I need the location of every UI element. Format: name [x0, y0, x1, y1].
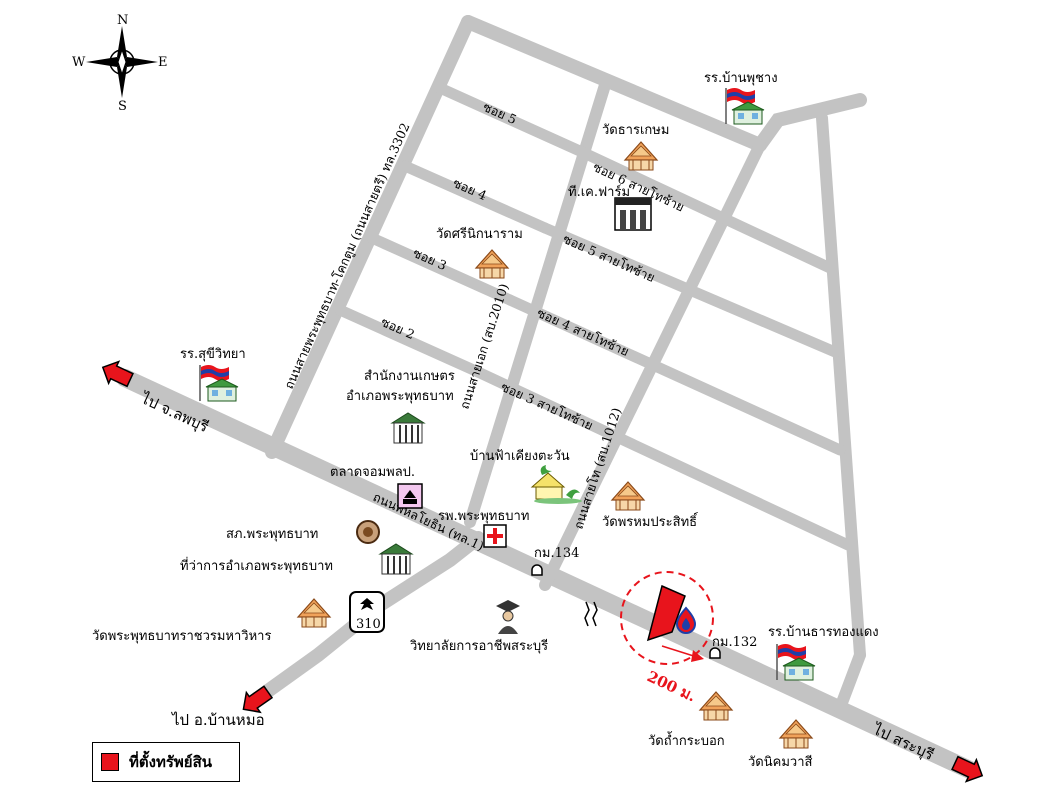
- label-college: วิทยาลัยการอาชีพสระบุรี: [409, 638, 548, 654]
- road-soi-5-sai-tho: [539, 222, 841, 358]
- road-east: [816, 112, 866, 661]
- km-marker-icon: [709, 647, 721, 659]
- label-district-office: ที่ว่าการอำเภอพระพุทธบาท: [180, 557, 333, 574]
- compass-north: N: [117, 13, 128, 28]
- label-ban-fa: บ้านฟ้าเคียงตะวัน: [470, 448, 570, 464]
- road-soi-4-sai-tho: [504, 294, 846, 456]
- label-police: สภ.พระพุทธบาท: [226, 527, 318, 542]
- road-east-south: [834, 649, 866, 714]
- label-wat-nikhom: วัดนิคมวาสี: [748, 754, 812, 770]
- temple-icon: [699, 691, 733, 721]
- label-market: ตลาดจอมพลป.: [330, 465, 415, 480]
- label-to-saraburi: ไป สระบุรี: [869, 720, 937, 765]
- temple-icon: [611, 481, 645, 511]
- label-wat-phra-phutthabat: วัดพระพุทธบาทราชวรมหาวิหาร: [92, 629, 271, 644]
- road-break-icon: [584, 601, 598, 627]
- road-soi-3-sai-tho: [472, 366, 854, 551]
- label-wat-si-nikharam: วัดศรีนิกนาราม: [436, 226, 523, 242]
- property-parcel: [646, 584, 686, 642]
- label-tk-farm: ที.เค.ฟาร์ม: [568, 184, 630, 200]
- school-icon: [199, 364, 239, 402]
- road-soi-2: [334, 304, 484, 378]
- label-school-than-thong: รร.บ้านธารทองแดง: [768, 625, 879, 640]
- label-km132: กม.132: [712, 635, 757, 650]
- temple-icon: [475, 249, 509, 279]
- resort-icon: [530, 465, 582, 504]
- label-school-sukhi: รร.สุขีวิทยา: [180, 346, 246, 362]
- compass-east: E: [158, 55, 168, 70]
- compass-icon: [86, 26, 158, 98]
- highway-shield-number: 310: [356, 617, 381, 632]
- road-soi-5: [434, 82, 588, 158]
- label-soi-5-sai-tho: ซอย 5 สายโทซ้าย: [561, 231, 658, 285]
- temple-icon: [779, 719, 813, 749]
- road-soi-4: [399, 160, 551, 234]
- label-agri-office-1: สำนักงานเกษตร: [364, 369, 455, 384]
- road-north-edge: [461, 15, 767, 152]
- label-to-ban-mo: ไป อ.บ้านหมอ: [171, 711, 265, 729]
- police-icon: [356, 520, 380, 544]
- road-soi-6-sai-tho: [576, 146, 836, 274]
- label-hospital: รพ.พระพุทธบาท: [438, 509, 529, 524]
- highway-shield-icon: [349, 591, 385, 633]
- roads: [116, 15, 979, 779]
- label-wat-than-kasem: วัดธารเกษม: [602, 123, 669, 138]
- market-icon: [397, 483, 423, 509]
- property-radius-circle: [620, 571, 714, 665]
- legend-property-label: ที่ตั้งทรัพย์สิน: [129, 753, 212, 771]
- distance-arrowhead: [691, 650, 704, 662]
- office-icon: [379, 543, 413, 575]
- legend: ที่ตั้งทรัพย์สิน: [92, 742, 240, 782]
- label-road-3302: ถนนสายพระพุทธบาท-โคกตูม (ถนนสายตรี) ทล.3…: [281, 120, 413, 391]
- building-icon: [614, 197, 652, 231]
- compass-south: S: [118, 99, 127, 114]
- distance-label: 200 ม.: [644, 667, 698, 705]
- gas-station-icon: [675, 606, 697, 634]
- label-soi-5: ซอย 5: [481, 99, 519, 127]
- school-icon: [725, 87, 765, 125]
- road-soi-3: [366, 232, 516, 306]
- label-km134: กม.134: [534, 546, 579, 561]
- label-soi-3-sai-tho: ซอย 3 สายโทซ้าย: [499, 379, 596, 433]
- label-soi-4-sai-tho: ซอย 4 สายโทซ้าย: [535, 305, 632, 359]
- label-school-ban-phu-chang: รร.บ้านพุชาง: [704, 71, 778, 86]
- temple-icon: [624, 141, 658, 171]
- km-marker-icon: [531, 564, 543, 576]
- compass-west: W: [72, 55, 86, 70]
- temple-icon: [297, 598, 331, 628]
- label-wat-tham: วัดถ้ำกระบอก: [648, 731, 725, 749]
- road-northeast: [753, 93, 867, 152]
- hospital-icon: [483, 524, 507, 548]
- college-icon: [496, 600, 520, 634]
- legend-property-swatch: [101, 753, 119, 771]
- office-icon: [391, 412, 425, 444]
- label-wat-phrom: วัดพรหมประสิทธิ์: [602, 512, 699, 530]
- label-agri-office-2: อำเภอพระพุทธบาท: [346, 389, 454, 404]
